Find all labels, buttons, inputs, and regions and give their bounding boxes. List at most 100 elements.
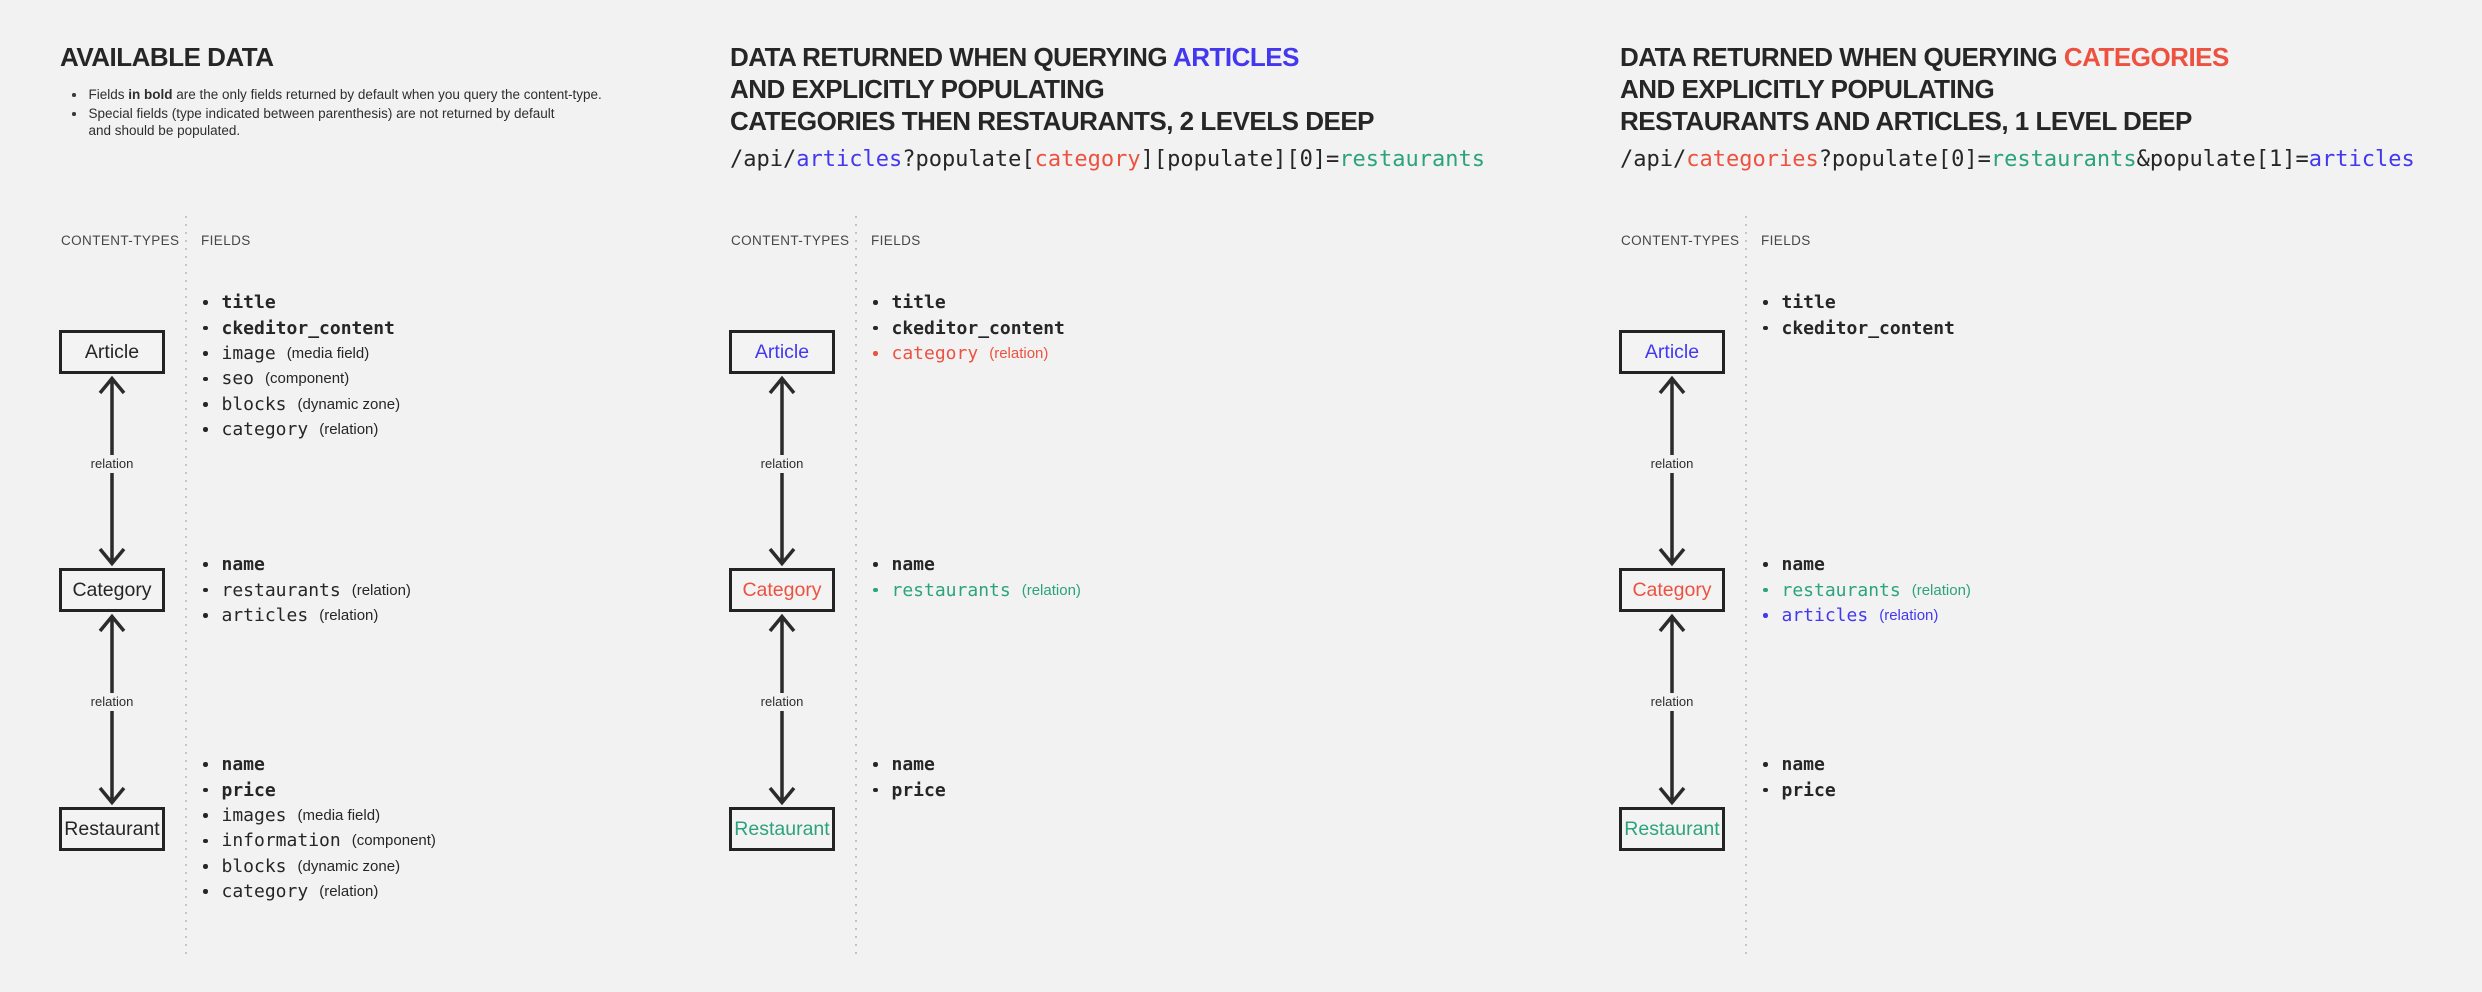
note-text-segment: are the only fields returned by default … [172, 87, 602, 102]
field-row: ckeditor_content [203, 315, 400, 340]
relation-label: relation [756, 693, 808, 711]
field-row: category(relation) [203, 417, 400, 442]
bullet-dot-icon [203, 325, 208, 331]
field-row: information(component) [203, 828, 436, 853]
field-type: (media field) [286, 344, 370, 362]
note-text-segment: Special fields (type indicated between p… [88, 106, 555, 138]
field-name: information [221, 830, 341, 852]
content-type-box-restaurant: Restaurant [729, 807, 835, 851]
column-header-content-types: CONTENT-TYPES [61, 233, 180, 248]
content-type-label: Category [72, 578, 152, 601]
content-type-label: Category [742, 578, 822, 601]
field-row: price [1763, 777, 1836, 802]
field-row: image(media field) [203, 341, 400, 366]
bullet-dot-icon [203, 427, 208, 432]
field-row: category(relation) [873, 341, 1065, 366]
field-row: seo(component) [203, 366, 400, 391]
field-type: (relation) [1911, 581, 1971, 599]
bullet-dot-icon [203, 889, 208, 894]
bullet-dot-icon [873, 300, 878, 305]
field-row: title [873, 290, 1065, 315]
field-name: price [221, 779, 276, 801]
bullet-dot-icon [203, 613, 208, 618]
panel-title-line: AVAILABLE DATA [60, 41, 274, 73]
code-segment: restaurants [1339, 147, 1486, 172]
field-name: name [891, 554, 935, 576]
bullet-dot-icon [1763, 762, 1768, 767]
field-name: ckeditor_content [221, 317, 395, 339]
bullet-dot-icon [873, 587, 878, 593]
title-segment: AVAILABLE DATA [60, 42, 274, 72]
content-type-box-article: Article [1619, 330, 1725, 374]
field-type: (dynamic zone) [297, 395, 401, 413]
relation-label: relation [86, 693, 138, 711]
code-segment: ?populate[ [902, 147, 1035, 172]
field-row: articles (relation) [203, 603, 411, 628]
field-row: blocks(dynamic zone) [203, 854, 436, 879]
bullet-dot-icon [1763, 325, 1768, 331]
column-header-fields: FIELDS [871, 233, 921, 248]
relation-label: relation [1646, 455, 1698, 473]
content-type-label: Restaurant [1624, 817, 1720, 840]
content-type-label: Restaurant [64, 817, 160, 840]
field-name: title [221, 292, 276, 314]
field-name: blocks [221, 855, 287, 877]
bullet-dot-icon [203, 351, 208, 356]
title-segment: AND EXPLICITLY POPULATING [1620, 74, 1995, 104]
field-type: (relation) [351, 581, 411, 599]
field-row: title [203, 290, 400, 315]
bullet-dot-icon [873, 762, 878, 767]
content-type-label: Restaurant [734, 817, 830, 840]
note-text: Special fields (type indicated between p… [89, 105, 555, 139]
content-type-box-article: Article [729, 330, 835, 374]
field-name: articles [221, 604, 309, 626]
content-type-label: Article [754, 340, 810, 363]
code-segment: articles [796, 147, 903, 172]
field-type: (relation) [319, 606, 379, 624]
field-name: name [221, 754, 265, 776]
code-segment: category [1034, 147, 1141, 172]
panel-title-line: CATEGORIES THEN RESTAURANTS, 2 LEVELS DE… [730, 105, 1375, 137]
field-row: ckeditor_content [873, 315, 1065, 340]
note-text-segment: Fields [88, 87, 129, 102]
column-header-fields: FIELDS [201, 233, 251, 248]
bullet-dot-icon [873, 351, 878, 356]
content-types-fields-divider [185, 216, 187, 958]
field-row: name [203, 552, 411, 577]
field-name: category [891, 342, 979, 364]
title-segment: DATA RETURNED WHEN QUERYING [1620, 42, 2064, 72]
bullet-dot-icon [203, 813, 208, 818]
field-row: price [873, 777, 946, 802]
notes-list: Fields in bold are the only fields retur… [72, 86, 602, 141]
field-name: name [221, 554, 265, 576]
note-text: Fields in bold are the only fields retur… [89, 86, 602, 103]
title-segment: RESTAURANTS AND ARTICLES, 1 LEVEL DEEP [1620, 106, 2192, 136]
content-type-box-restaurant: Restaurant [1619, 807, 1725, 851]
panel-title-line: AND EXPLICITLY POPULATING [730, 73, 1374, 105]
title-segment: AND EXPLICITLY POPULATING [730, 74, 1105, 104]
bullet-dot-icon [72, 112, 76, 116]
field-name: title [891, 292, 946, 314]
relation-label: relation [756, 455, 808, 473]
note-text-segment: in bold [128, 87, 173, 102]
field-type: (component) [265, 370, 350, 388]
panel-title-line: DATA RETURNED WHEN QUERYING CATEGORIES [1620, 41, 2229, 73]
note-item: Fields in bold are the only fields retur… [72, 86, 602, 103]
code-segment: /api/ [730, 147, 797, 172]
field-name: ckeditor_content [1781, 317, 1955, 339]
bullet-dot-icon [203, 376, 208, 382]
bullet-dot-icon [203, 587, 208, 593]
field-name: price [891, 779, 946, 801]
title-segment: ARTICLES [1172, 42, 1300, 72]
field-name: articles [1781, 604, 1869, 626]
